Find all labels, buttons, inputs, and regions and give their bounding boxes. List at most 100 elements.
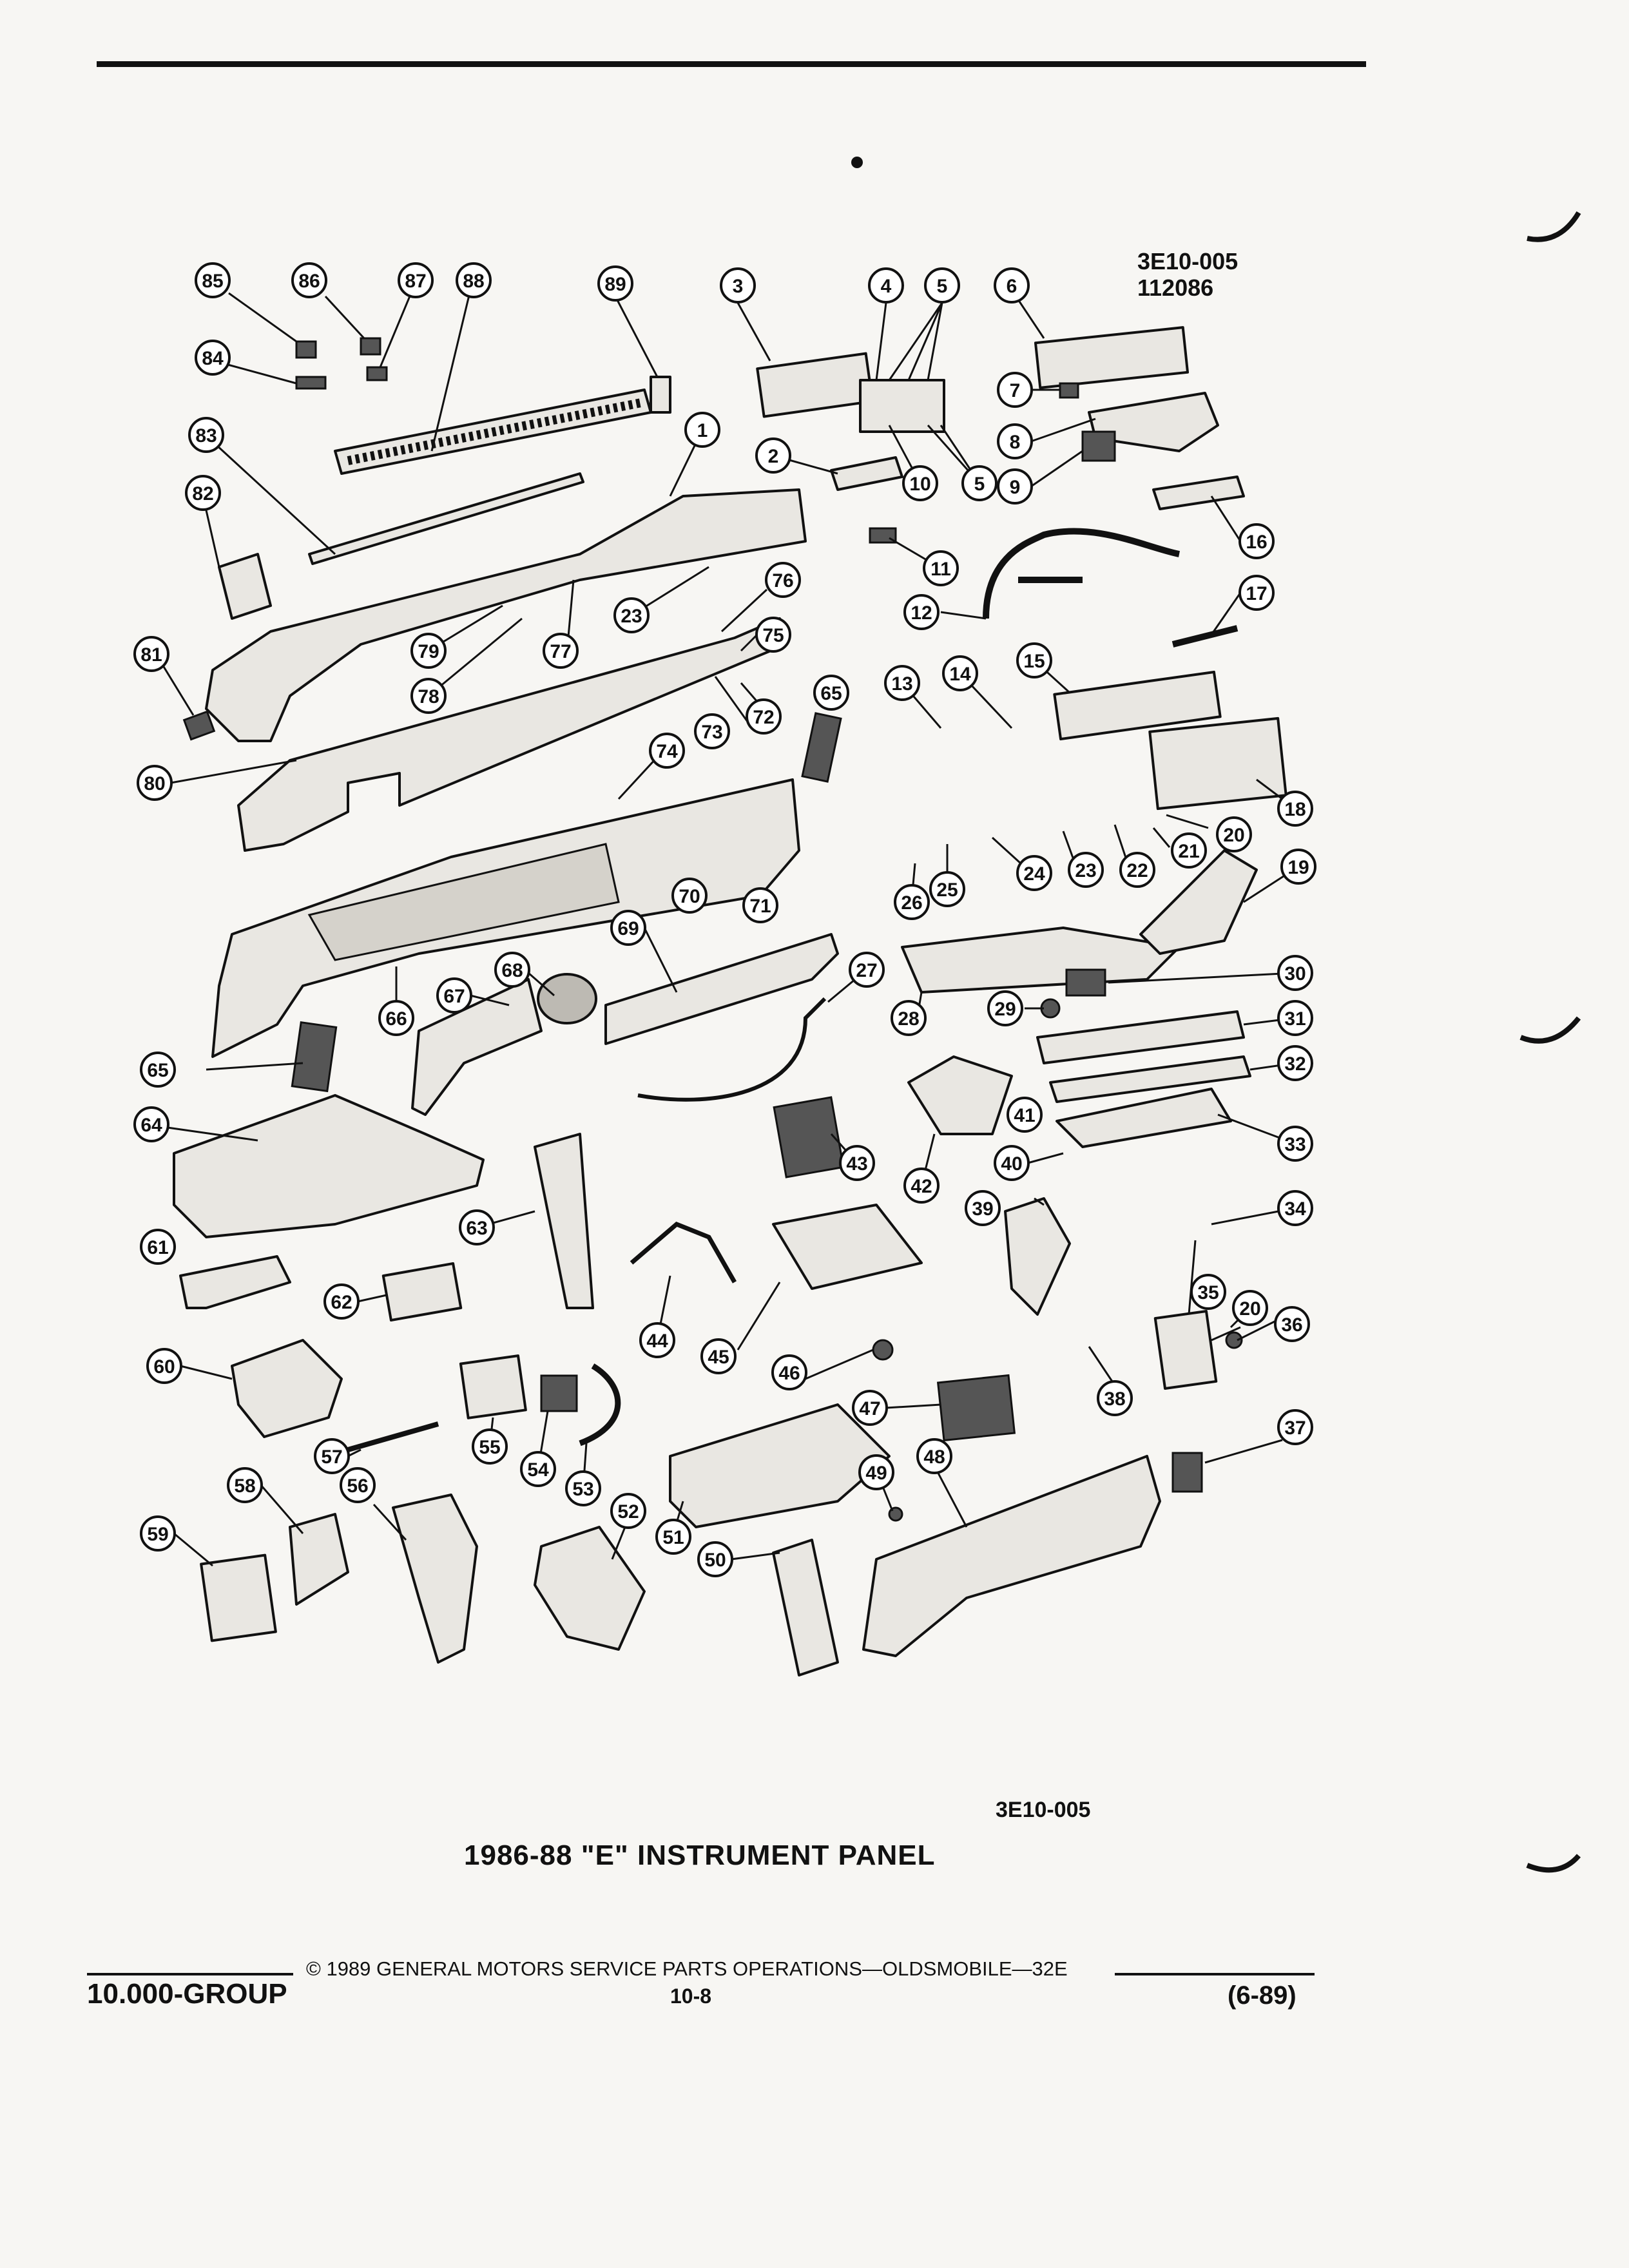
callout-71: 71 xyxy=(742,887,778,923)
callout-66: 66 xyxy=(378,1000,414,1036)
part-30-shape xyxy=(1065,968,1106,997)
svg-text:82: 82 xyxy=(192,483,213,505)
svg-text:61: 61 xyxy=(147,1237,168,1258)
callout-27: 27 xyxy=(849,952,885,988)
module-shape xyxy=(1034,326,1190,389)
svg-text:74: 74 xyxy=(656,741,678,762)
svg-text:18: 18 xyxy=(1284,799,1306,820)
svg-text:23: 23 xyxy=(621,606,642,627)
callout-10: 10 xyxy=(902,465,938,501)
duct-shape xyxy=(907,1055,1013,1135)
compartment-shape xyxy=(604,933,839,1045)
callout-79: 79 xyxy=(410,633,447,669)
callout-42: 42 xyxy=(903,1168,940,1204)
svg-text:65: 65 xyxy=(820,683,842,704)
svg-text:34: 34 xyxy=(1284,1198,1306,1220)
callout-74: 74 xyxy=(649,733,685,769)
clip-9-shape xyxy=(1081,430,1116,462)
callout-41: 41 xyxy=(1007,1097,1043,1133)
svg-text:51: 51 xyxy=(662,1527,684,1548)
callout-38: 38 xyxy=(1097,1380,1133,1416)
margin-marks xyxy=(1519,211,1581,1873)
svg-text:83: 83 xyxy=(195,425,217,447)
svg-text:52: 52 xyxy=(617,1501,639,1523)
svg-text:48: 48 xyxy=(923,1446,945,1468)
callout-68: 68 xyxy=(494,952,530,988)
callout-84: 84 xyxy=(195,340,231,376)
svg-text:21: 21 xyxy=(1178,841,1199,862)
callout-51: 51 xyxy=(655,1519,691,1555)
svg-text:58: 58 xyxy=(234,1475,255,1497)
callout-52: 52 xyxy=(610,1493,646,1529)
svg-text:87: 87 xyxy=(405,271,426,292)
callout-9: 9 xyxy=(997,468,1033,505)
svg-text:2: 2 xyxy=(768,446,779,467)
callout-29: 29 xyxy=(987,990,1023,1026)
callout-5-top: 5 xyxy=(924,267,960,303)
floor-panel-shape xyxy=(173,1094,485,1238)
cable-shape xyxy=(637,997,827,1102)
harness-shape xyxy=(983,528,1180,619)
housing-45-shape xyxy=(772,1204,923,1290)
control-plate-shape xyxy=(901,927,1181,994)
callout-43: 43 xyxy=(839,1145,875,1181)
callout-40: 40 xyxy=(994,1145,1030,1181)
callout-25: 25 xyxy=(929,871,965,907)
svg-text:31: 31 xyxy=(1284,1008,1306,1030)
bezel-48-shape xyxy=(862,1455,1161,1657)
svg-text:76: 76 xyxy=(772,570,793,591)
part-36-shape xyxy=(1225,1331,1243,1349)
module-55-shape xyxy=(459,1354,527,1419)
module-59-shape xyxy=(200,1553,277,1642)
svg-text:3: 3 xyxy=(733,276,744,297)
callout-64: 64 xyxy=(133,1106,169,1142)
svg-text:20: 20 xyxy=(1223,825,1244,846)
callout-61: 61 xyxy=(140,1229,176,1265)
callout-3: 3 xyxy=(720,267,756,303)
svg-text:28: 28 xyxy=(898,1008,919,1030)
caption-code: 3E10-005 xyxy=(996,1798,1091,1822)
cluster-51-shape xyxy=(669,1403,891,1528)
callout-69: 69 xyxy=(610,910,646,946)
callout-7: 7 xyxy=(997,372,1033,408)
svg-text:85: 85 xyxy=(202,271,223,292)
reference-code: 3E10-005 xyxy=(1137,248,1239,274)
top-rule xyxy=(97,61,1366,67)
callout-75: 75 xyxy=(755,617,791,653)
callout-30: 30 xyxy=(1277,955,1313,991)
callout-11: 11 xyxy=(923,550,959,586)
part-29-shape xyxy=(1040,998,1061,1019)
svg-text:37: 37 xyxy=(1284,1418,1306,1439)
callout-49: 49 xyxy=(858,1454,894,1490)
knee-bolster-shape xyxy=(411,978,543,1116)
svg-text:43: 43 xyxy=(846,1153,867,1175)
instrument-panel-inner xyxy=(307,843,620,961)
relay-cluster-shape xyxy=(859,379,945,433)
svg-text:63: 63 xyxy=(466,1218,487,1239)
clip-85-shape xyxy=(295,340,317,359)
svg-text:89: 89 xyxy=(604,274,626,295)
registration-dot xyxy=(851,157,863,168)
svg-text:17: 17 xyxy=(1246,583,1267,604)
callout-54: 54 xyxy=(520,1451,556,1487)
svg-text:62: 62 xyxy=(331,1292,352,1313)
callout-67: 67 xyxy=(436,977,472,1014)
callout-56: 56 xyxy=(340,1467,376,1503)
relay-54-shape xyxy=(540,1374,578,1412)
callout-17: 17 xyxy=(1239,575,1275,611)
svg-text:7: 7 xyxy=(1010,380,1021,401)
callout-16: 16 xyxy=(1239,523,1275,559)
footer-page-number: 10-8 xyxy=(670,1984,712,2008)
callout-55: 55 xyxy=(472,1428,508,1465)
callout-62: 62 xyxy=(323,1283,360,1320)
module-62-shape xyxy=(381,1262,463,1322)
svg-text:25: 25 xyxy=(936,879,958,901)
callout-53: 53 xyxy=(565,1470,601,1506)
clip-87-shape xyxy=(366,366,388,381)
part-37-shape xyxy=(1171,1452,1203,1493)
callout-60: 60 xyxy=(146,1348,182,1384)
svg-text:8: 8 xyxy=(1010,432,1021,453)
bracket-56-shape xyxy=(392,1494,478,1664)
callout-57: 57 xyxy=(314,1438,350,1474)
